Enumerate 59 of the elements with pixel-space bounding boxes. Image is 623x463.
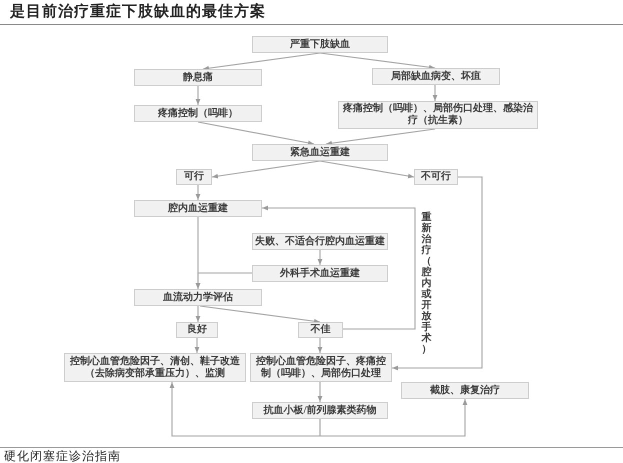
process-box — [414, 169, 458, 185]
edge-label: 重新治疗（腔内或开放手术） — [421, 212, 432, 355]
arrow — [198, 121, 314, 146]
box-label: 控制心血管危险因子、清创、鞋子改造（去除病变部承重压力）、监测 — [68, 356, 241, 380]
box-label: 控制心血管危险因子、疼痛控制（吗啡）、局部伤口处理 — [254, 356, 387, 380]
box-label: 疼痛控制（吗啡）、局部伤口处理、感染治疗（抗生素） — [342, 103, 534, 127]
process-box — [134, 69, 262, 86]
arrow — [202, 52, 320, 71]
process-box — [252, 233, 388, 250]
arrow — [196, 185, 200, 200]
arrow — [196, 86, 200, 105]
box-label: 失败、不适合行腔内血运重建 — [255, 236, 385, 248]
box-label: 截肢、康复治疗 — [430, 384, 500, 396]
box-label: 严重下肢缺血 — [290, 38, 350, 50]
process-box — [134, 105, 262, 122]
diagram-title: 是目前治疗重症下肢缺血的最佳方案 — [10, 3, 266, 22]
box-label: 抗血小板/前列腺素类药物 — [264, 404, 376, 416]
source-caption: 硬化闭塞症诊治指南 — [4, 449, 121, 463]
process-box — [338, 101, 538, 129]
process-box — [250, 353, 392, 382]
arrow — [320, 52, 436, 70]
process-box — [134, 200, 262, 217]
box-label: 良好 — [187, 324, 207, 336]
arrow — [319, 399, 468, 437]
arrow — [320, 160, 414, 178]
box-label: 可行 — [184, 171, 204, 183]
box-label: 不可行 — [421, 171, 451, 183]
box-label: 紧急血运重建 — [290, 146, 350, 158]
process-box — [134, 289, 262, 306]
arrow — [170, 382, 321, 437]
process-box — [252, 265, 388, 282]
box-label: 局部缺血病变、坏疽 — [391, 70, 481, 82]
arrow — [196, 272, 252, 289]
arrow — [200, 305, 320, 324]
process-box — [252, 144, 388, 161]
box-label: 血流动力学评估 — [163, 292, 233, 304]
process-box — [252, 36, 388, 53]
arrow — [262, 206, 416, 330]
arrow — [318, 338, 322, 353]
process-box — [401, 382, 529, 399]
process-box — [298, 322, 343, 338]
box-label: 不佳 — [310, 324, 330, 336]
arrow — [318, 382, 322, 402]
process-box — [176, 169, 212, 185]
arrow — [194, 338, 200, 353]
arrow — [326, 128, 436, 146]
arrow — [432, 85, 438, 101]
box-label: 疼痛控制（吗啡） — [158, 108, 238, 120]
box-label: 外科手术血运重建 — [280, 268, 360, 280]
arrow — [212, 160, 320, 178]
process-box — [372, 68, 500, 85]
box-label: 腔内血运重建 — [168, 202, 228, 214]
arrow — [318, 250, 322, 265]
arrow — [392, 176, 483, 370]
process-box — [176, 322, 218, 338]
arrow — [196, 306, 200, 322]
process-box — [252, 402, 388, 419]
process-box — [64, 353, 246, 382]
box-label: 静息痛 — [183, 72, 213, 84]
